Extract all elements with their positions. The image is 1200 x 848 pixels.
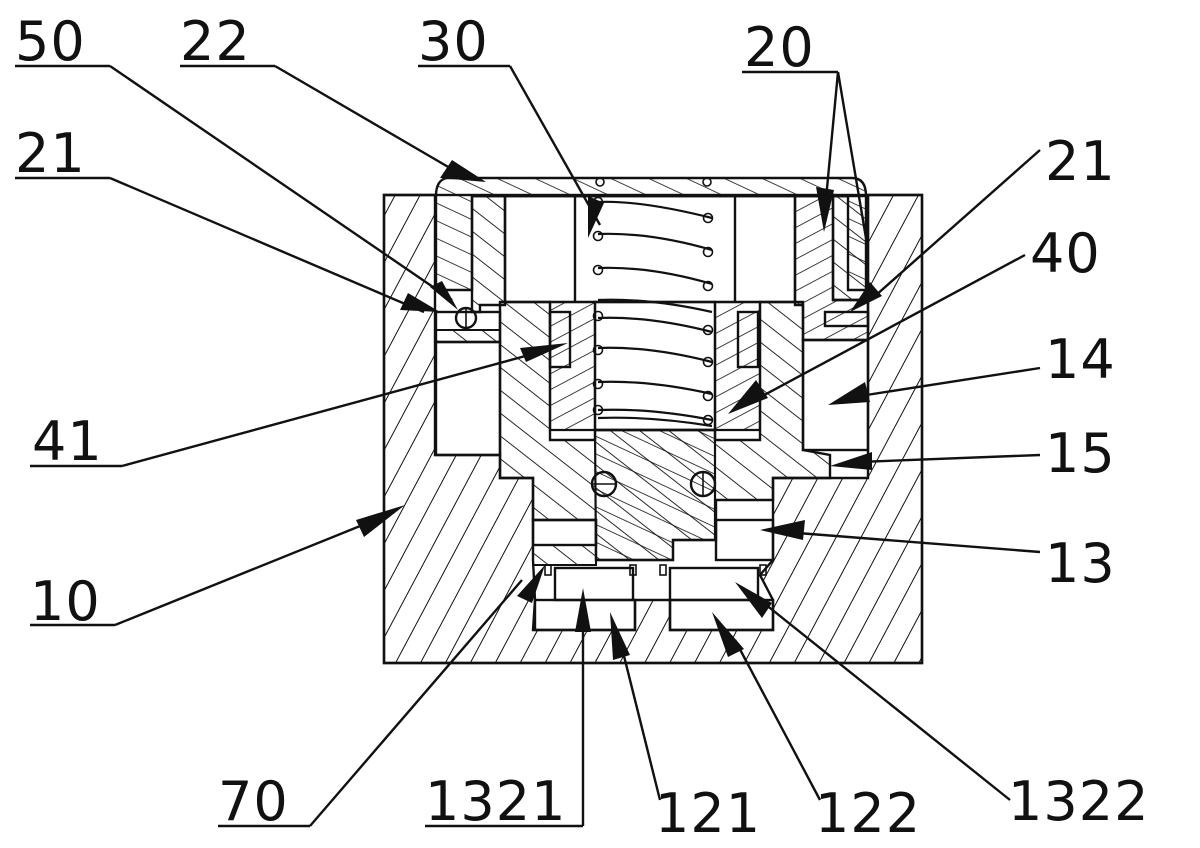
label-30: 30 (418, 10, 489, 73)
label-40: 40 (1030, 222, 1101, 285)
label-41: 41 (32, 410, 103, 473)
upper-chamber (503, 194, 797, 304)
leader-lines (15, 64, 1041, 828)
seal-groove-right (823, 310, 870, 328)
lower-cavity-13 (531, 518, 775, 566)
label-121: 121 (655, 782, 761, 845)
label-14: 14 (1045, 328, 1116, 391)
reference-numerals: 50 22 30 20 21 21 40 14 41 15 13 10 70 1… (15, 10, 1149, 845)
label-21-left: 21 (15, 122, 86, 185)
label-1321: 1321 (425, 770, 566, 833)
label-122: 122 (815, 782, 921, 845)
label-50: 50 (15, 10, 86, 73)
label-70: 70 (218, 770, 289, 833)
label-20: 20 (744, 16, 815, 79)
label-22: 22 (180, 10, 251, 73)
label-13: 13 (1045, 532, 1116, 595)
label-21-right: 21 (1045, 130, 1116, 193)
label-1322: 1322 (1008, 770, 1149, 833)
label-15: 15 (1045, 422, 1116, 485)
seal-groove-left (434, 306, 502, 344)
side-chamber-left (434, 340, 502, 457)
label-10: 10 (30, 570, 101, 633)
arrowheads (356, 160, 882, 660)
spring-30 (592, 177, 714, 428)
